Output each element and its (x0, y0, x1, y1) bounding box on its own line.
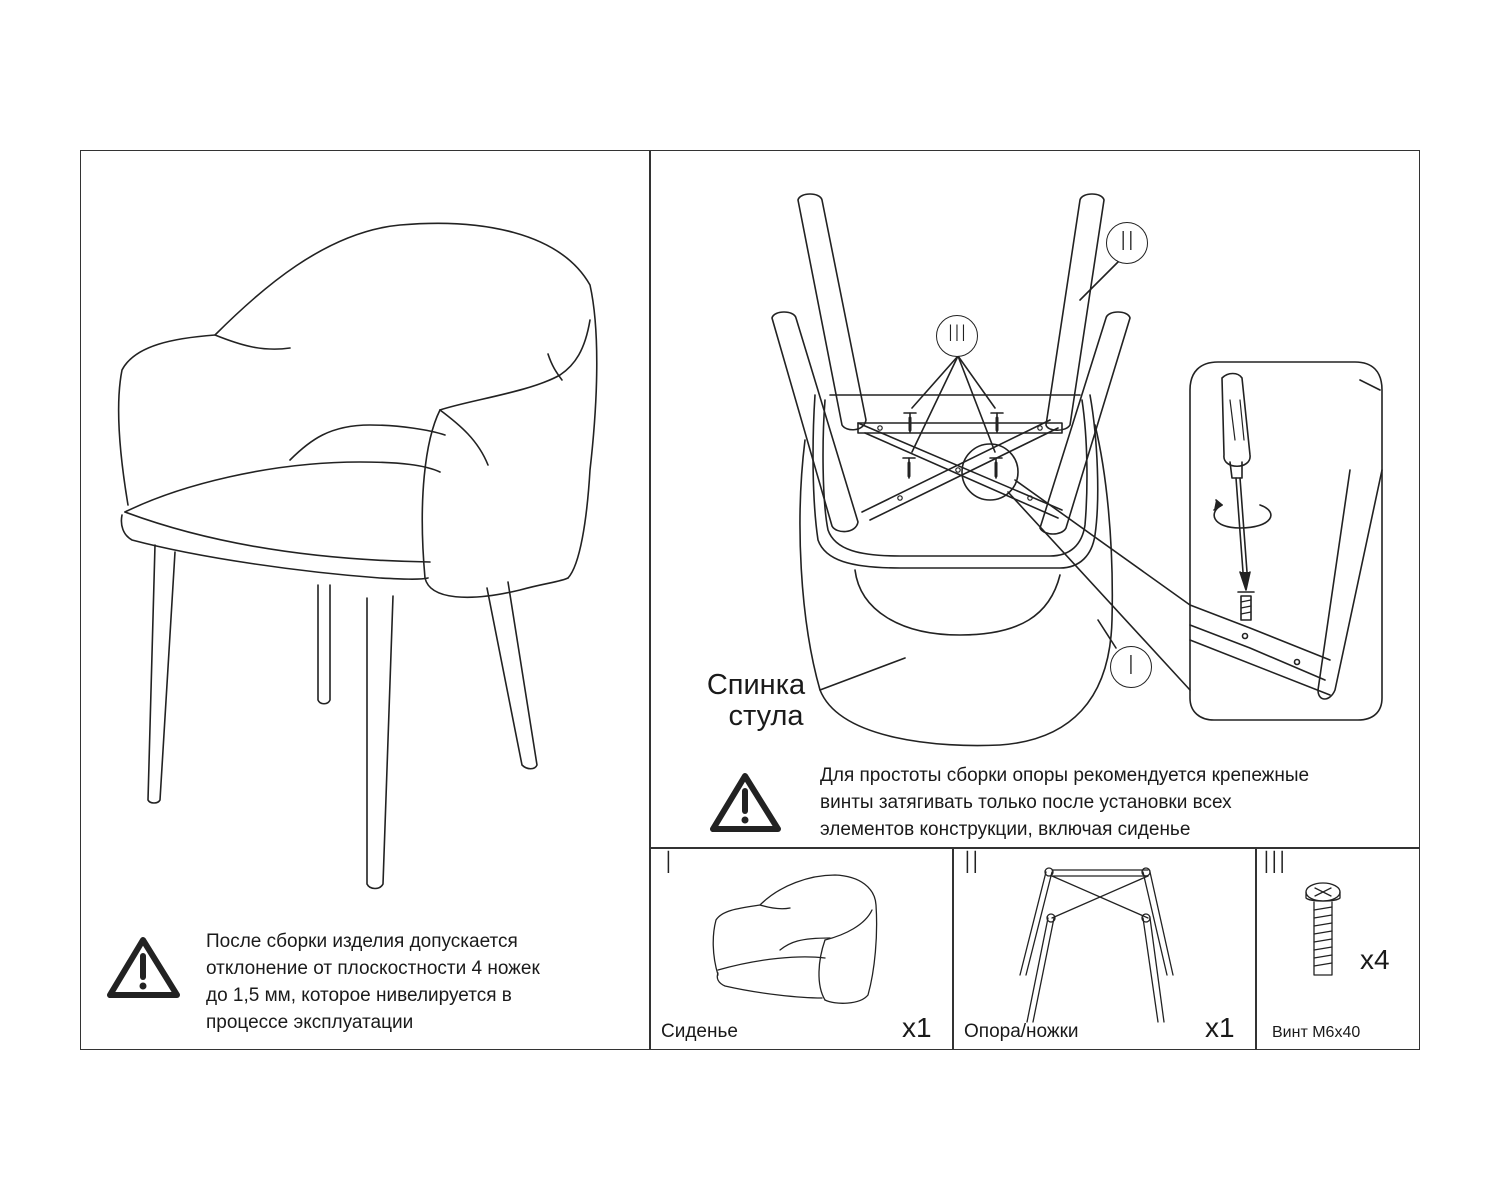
warning-line: Для простоты сборки опоры рекомендуется … (820, 765, 1310, 786)
part-frame-illustration (1019, 867, 1174, 1023)
assembled-chair-illustration (117, 222, 598, 890)
part-screw-illustration (1305, 882, 1341, 976)
warning-triangle-icon (107, 937, 180, 998)
parts-divider-2 (1255, 847, 1257, 1050)
part-numeral-II: II (963, 846, 980, 881)
upside-down-chair-illustration (771, 193, 1191, 747)
screw-detail-illustration (1189, 361, 1383, 721)
panel-divider (649, 150, 651, 1050)
warning-line: элементов конструкции, включая сиденье (820, 819, 1191, 840)
rotation-arrow-icon (1213, 499, 1272, 529)
warning-triangle-icon (710, 773, 781, 832)
part-qty-seat: x1 (902, 1012, 932, 1043)
warning-text-right: Для простоты сборки опоры рекомендуется … (820, 762, 1415, 843)
part-numeral-I: I (664, 846, 673, 881)
callout-line: Спинка (706, 669, 806, 701)
parts-divider-1 (952, 847, 954, 1050)
part-name-frame: Опора/ножки (964, 1021, 1079, 1042)
callout-part-II: II (1106, 222, 1148, 264)
callout-part-III: III (936, 315, 978, 357)
parts-divider (650, 847, 1420, 849)
warning-line: винты затягивать только после установки … (820, 792, 1232, 813)
callout-part-I: I (1110, 646, 1152, 688)
instruction-frame (80, 150, 1420, 1050)
warning-text-left: После сборки изделия допускается отклоне… (206, 928, 626, 1036)
part-name-seat: Сиденье (661, 1021, 738, 1042)
warning-line: отклонение от плоскостности 4 ножек (206, 958, 540, 979)
part-qty-screw: x4 (1360, 944, 1390, 975)
warning-line: процессе эксплуатации (206, 1012, 414, 1033)
part-qty-frame: x1 (1205, 1012, 1235, 1043)
part-seat-illustration (712, 874, 878, 1004)
part-name-screw: Винт М6х40 (1272, 1024, 1361, 1041)
part-numeral-III: III (1262, 846, 1287, 881)
callout-line: стула (728, 700, 804, 732)
callout-seat-back: Спинка стула (690, 670, 822, 732)
screwdriver-icon (1221, 372, 1251, 591)
warning-line: После сборки изделия допускается (206, 931, 518, 952)
warning-line: до 1,5 мм, которое нивелируется в (206, 985, 512, 1006)
